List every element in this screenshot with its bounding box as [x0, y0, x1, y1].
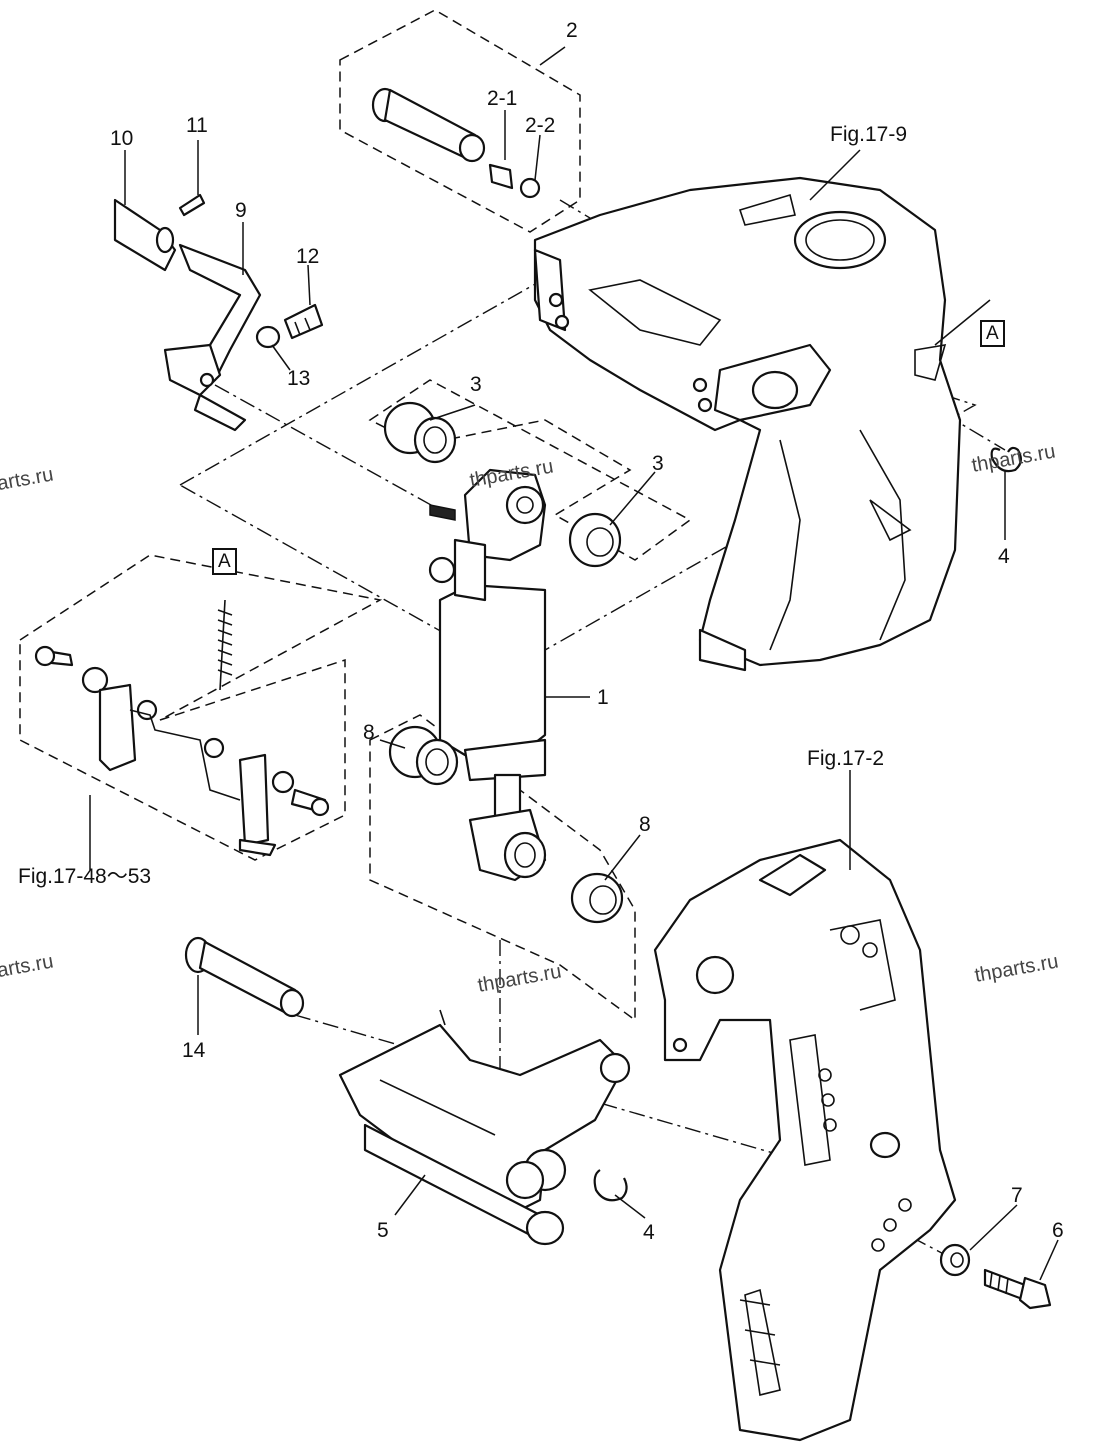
alignment-line-4 [294, 1014, 781, 1156]
swivel-bracket [533, 176, 962, 672]
alignment-line-2 [214, 384, 441, 511]
leader-8-lower [604, 834, 641, 881]
part-label-12: 12 [296, 245, 320, 268]
leader-7 [969, 1204, 1018, 1251]
part-label-10: 10 [110, 127, 134, 150]
figure-ref-17-48-53[interactable]: Fig.17-48～53 [18, 865, 152, 888]
tilt-bracket [338, 1009, 631, 1246]
part-label-5: 5 [377, 1219, 389, 1242]
bolt-6 [983, 1268, 1052, 1310]
leader-3-right [609, 471, 656, 526]
part-label-3-left: 3 [470, 373, 482, 396]
part-label-3-right: 3 [652, 452, 664, 475]
washer-7 [939, 1243, 971, 1277]
part-label-4-lower: 4 [643, 1221, 655, 1244]
part-label-7: 7 [1011, 1184, 1023, 1207]
leader-a-top [934, 299, 991, 346]
part-label-2-1: 2-1 [487, 87, 518, 110]
tilt-cylinder [428, 468, 547, 882]
leader-6 [1039, 1239, 1059, 1281]
circlip-4-lower [593, 1169, 628, 1202]
figure-ref-17-2[interactable]: Fig.17-2 [807, 747, 885, 770]
leader-12 [307, 264, 311, 306]
part-label-2-2: 2-2 [525, 114, 556, 137]
circlip-4-upper [990, 446, 1022, 473]
leader-2 [539, 46, 566, 66]
group-box-link-fig17-48 [19, 554, 383, 861]
figure-ref-17-9[interactable]: Fig.17-9 [830, 123, 908, 146]
tilt-lock-lever [113, 193, 324, 432]
part-label-4-upper: 4 [998, 545, 1010, 568]
part-label-8-lower: 8 [639, 813, 651, 836]
part-label-1: 1 [597, 686, 609, 709]
pin-assembly [371, 87, 541, 199]
leader-5 [394, 1174, 426, 1216]
bushing-8-upper [388, 725, 459, 786]
leader-3-left [429, 404, 476, 421]
leader-4-lower [614, 1194, 646, 1219]
alignment-line-5 [859, 1209, 956, 1261]
callout-a-top: A [980, 320, 1005, 347]
tilt-pin-14 [184, 936, 305, 1018]
bushing-3-right [568, 512, 622, 568]
part-label-11: 11 [186, 114, 208, 137]
part-label-6: 6 [1052, 1219, 1064, 1242]
manual-release-linkage [34, 599, 330, 857]
leader-2-2 [534, 134, 541, 181]
part-label-13: 13 [287, 367, 311, 390]
leader-13 [271, 344, 291, 371]
bushing-8-lower [570, 872, 624, 924]
part-label-2: 2 [566, 19, 578, 42]
part-label-9: 9 [235, 199, 247, 222]
callout-a-left: A [212, 548, 237, 575]
clamp-bracket [653, 838, 957, 1442]
part-label-14: 14 [182, 1039, 206, 1062]
leader-8-upper [379, 739, 406, 749]
bushing-3-left [383, 401, 457, 464]
leader-fig17-9 [809, 149, 861, 201]
part-label-8-upper: 8 [363, 721, 375, 744]
alignment-plane-upper [178, 269, 977, 671]
group-box-bushings-8 [369, 714, 636, 1022]
